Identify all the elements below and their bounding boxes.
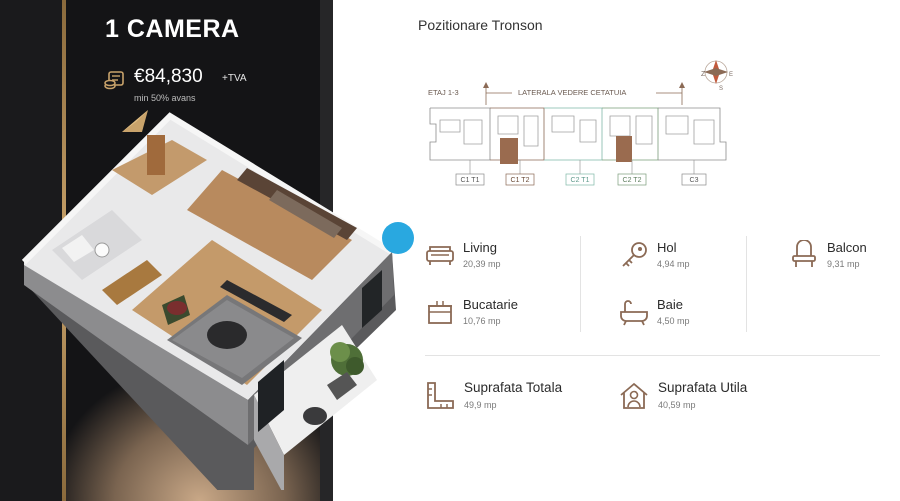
view-label: LATERALA VEDERE CETATUIA (518, 88, 626, 97)
kitchen-icon (428, 301, 452, 324)
room-name: Suprafata Utila (658, 380, 748, 395)
section-label: C1 T2 (511, 177, 530, 184)
room-area: 9,31 mp (827, 259, 860, 269)
vat-label: +TVA (222, 73, 247, 84)
room-area: 10,76 mp (463, 316, 501, 326)
section-label: C3 (690, 177, 699, 184)
section-title: Pozitionare Tronson (418, 17, 543, 33)
bathtub-icon (620, 300, 648, 326)
svg-text:E: E (729, 72, 733, 78)
section-label: C2 T1 (571, 177, 590, 184)
coins-icon (104, 71, 124, 90)
floor-plan-3d (22, 112, 396, 490)
room-name: Suprafata Totala (464, 380, 563, 395)
compass-icon: Z E S (701, 60, 733, 92)
unit-price: €84,830 (134, 66, 203, 87)
room-name: Baie (657, 297, 684, 312)
divider-vertical (746, 236, 747, 332)
room-name: Balcon (827, 240, 867, 255)
divider-horizontal (425, 355, 880, 356)
room-area: 20,39 mp (463, 259, 501, 269)
room-area: 40,59 mp (658, 400, 696, 410)
house-user-icon (620, 382, 648, 409)
room-area: 4,50 mp (657, 316, 690, 326)
ruler-icon (427, 382, 454, 409)
divider-vertical (580, 236, 581, 332)
floor-label: ETAJ 1-3 (428, 88, 459, 97)
key-icon (622, 242, 647, 267)
room-name: Bucatarie (463, 297, 518, 312)
svg-text:Z: Z (701, 71, 706, 78)
corner-arrow-icon (122, 110, 148, 132)
room-area: 4,94 mp (657, 259, 690, 269)
sofa-icon (426, 246, 454, 265)
location-marker-icon[interactable] (382, 222, 414, 254)
chair-icon (792, 240, 816, 267)
advance-note: min 50% avans (134, 93, 196, 103)
unit-title: 1 CAMERA (105, 15, 240, 43)
room-area: 49,9 mp (464, 400, 497, 410)
building-position-diagram: Z E S ETAJ 1-3 LATERALA VEDERE CETATUIA … (428, 60, 733, 186)
section-label: C2 T2 (623, 177, 642, 184)
section-label: C1 T1 (461, 177, 480, 184)
room-name: Hol (657, 240, 677, 255)
svg-text:S: S (719, 86, 723, 92)
room-name: Living (463, 240, 497, 255)
